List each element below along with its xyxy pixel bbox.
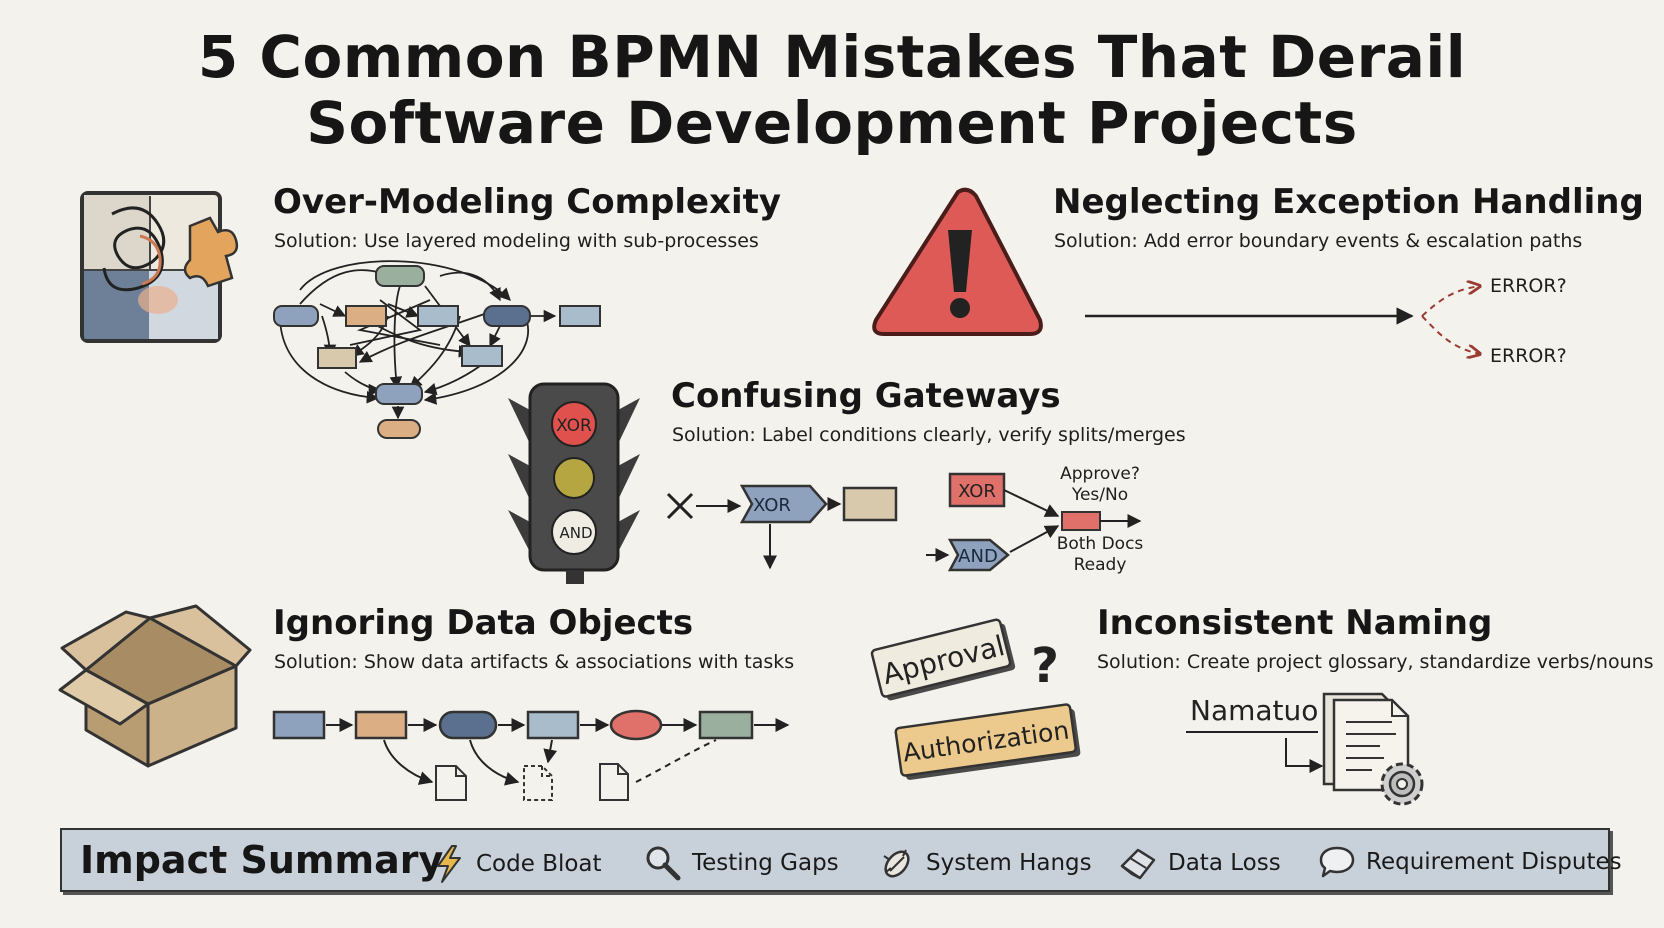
- spaghetti-tasks: [273, 265, 601, 439]
- condition-top: Approve? Yes/No: [1060, 464, 1140, 506]
- impact-item-label: Testing Gaps: [692, 850, 839, 876]
- gateways-heading: Confusing Gateways: [671, 376, 1061, 416]
- title-line-2: Software Development Projects: [306, 89, 1358, 157]
- condition-bottom: Both Docs Ready: [1052, 534, 1148, 576]
- impact-item-requirement-disputes: Requirement Disputes: [1318, 844, 1622, 880]
- light-bottom-label: AND: [559, 524, 592, 542]
- impact-item-label: Code Bloat: [476, 851, 602, 877]
- exception-heading: Neglecting Exception Handling: [1053, 182, 1644, 222]
- eraser-icon: [1120, 848, 1156, 880]
- gateway-left-label: XOR: [753, 495, 791, 516]
- glossary-word: Namatuo: [1190, 694, 1318, 727]
- magnifier-icon: [646, 846, 681, 881]
- condition-bottom-line-1: Both Docs: [1056, 534, 1144, 554]
- glossary-document-icon: [1322, 692, 1424, 806]
- over-modeling-heading: Over-Modeling Complexity: [273, 182, 782, 222]
- approval-tag: [870, 618, 1016, 701]
- light-top-label: XOR: [556, 416, 592, 436]
- exception-solution: Solution: Add error boundary events & es…: [1054, 230, 1583, 252]
- and-gateway-label: AND: [958, 546, 998, 567]
- impact-item-label: System Hangs: [926, 850, 1092, 876]
- gateway-merge: [926, 472, 1142, 572]
- impact-summary-title: Impact Summary: [80, 838, 444, 882]
- data-objects-heading: Ignoring Data Objects: [273, 603, 694, 643]
- title-line-1: 5 Common BPMN Mistakes That Derail: [197, 23, 1467, 91]
- warning-triangle-icon: [872, 187, 1043, 336]
- data-objects-flow: [272, 709, 790, 786]
- impact-item-data-loss: Data Loss: [1118, 844, 1281, 882]
- error-label-1: ERROR?: [1490, 275, 1567, 297]
- error-label-2: ERROR?: [1490, 345, 1567, 367]
- glossary-flow: [1186, 731, 1324, 773]
- data-object-icons: [435, 763, 629, 801]
- authorization-tag: [894, 703, 1081, 780]
- speech-bubble-icon: [1319, 846, 1355, 878]
- impact-item-label: Requirement Disputes: [1366, 849, 1622, 875]
- lightning-icon: [437, 845, 461, 883]
- impact-summary-bar: Impact Summary Code Bloat Testing Gaps S…: [60, 828, 1622, 892]
- question-mark: ?: [1031, 638, 1059, 694]
- xor-box-label: XOR: [958, 481, 996, 502]
- naming-solution: Solution: Create project glossary, stand…: [1097, 651, 1654, 673]
- impact-item-testing-gaps: Testing Gaps: [644, 844, 839, 882]
- impact-item-code-bloat: Code Bloat: [432, 844, 602, 884]
- condition-top-line-1: Approve?: [1060, 464, 1140, 484]
- page-title: 5 Common BPMN Mistakes That Derail Softw…: [0, 24, 1664, 156]
- gateways-solution: Solution: Label conditions clearly, veri…: [672, 424, 1186, 446]
- traffic-light-icon: [508, 382, 640, 584]
- box-icon: [58, 604, 252, 768]
- condition-bottom-line-2: Ready: [1073, 555, 1127, 575]
- condition-top-line-2: Yes/No: [1071, 485, 1129, 505]
- impact-item-label: Data Loss: [1168, 850, 1281, 876]
- puzzle-icon: [80, 191, 239, 343]
- data-objects-solution: Solution: Show data artifacts & associat…: [274, 651, 795, 673]
- gateway-flow: [666, 484, 898, 570]
- impact-item-system-hangs: System Hangs: [878, 844, 1092, 882]
- over-modeling-solution: Solution: Use layered modeling with sub-…: [274, 230, 759, 252]
- naming-heading: Inconsistent Naming: [1097, 603, 1493, 643]
- exception-flow: [1085, 286, 1480, 354]
- bug-icon: [883, 849, 910, 878]
